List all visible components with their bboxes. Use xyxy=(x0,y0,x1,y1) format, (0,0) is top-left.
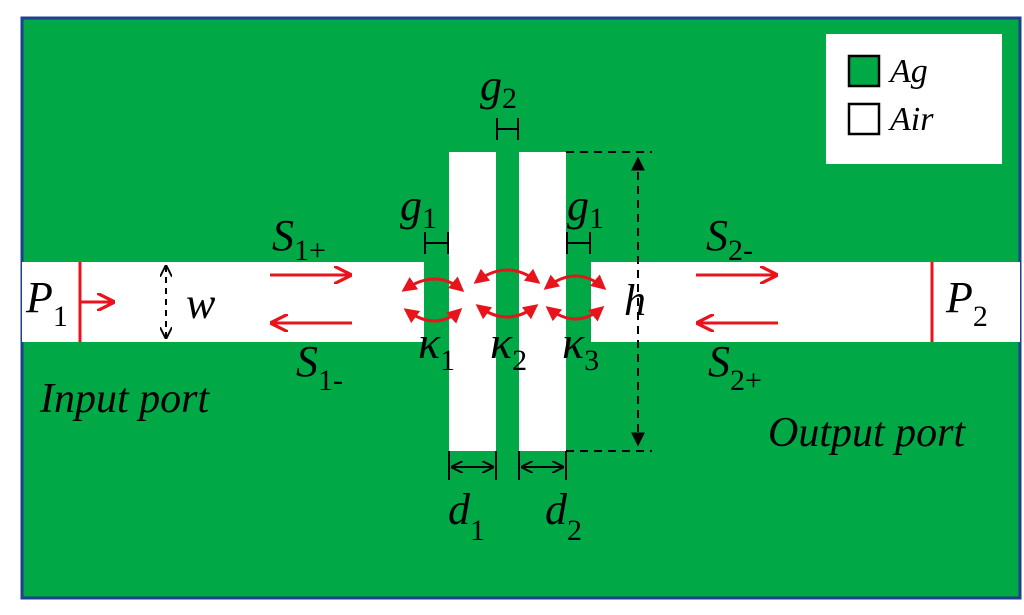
output-port-label: Output port xyxy=(768,410,967,456)
coupling-arrows xyxy=(401,268,607,324)
g1-right-dimension xyxy=(566,232,591,254)
g1-right-label: g1 xyxy=(567,181,604,235)
coupling-arrow-2-bottom xyxy=(475,304,539,320)
p2-label: P2 xyxy=(945,273,988,333)
coupling-arrow-1-bottom xyxy=(403,307,463,324)
kappa2-label: κ2 xyxy=(490,317,527,377)
d2-label: d2 xyxy=(545,485,582,547)
legend-label-ag: Ag xyxy=(888,53,928,90)
kappa3-label: κ3 xyxy=(562,317,599,377)
coupling-arrow-3-top xyxy=(543,274,607,290)
s1-minus-label: S1- xyxy=(296,337,343,397)
g2-dimension xyxy=(496,118,519,140)
s1-plus-label: S1+ xyxy=(272,211,326,267)
g2-label: g2 xyxy=(480,61,517,115)
legend-swatch-air xyxy=(847,102,881,136)
legend-swatch-ag xyxy=(847,54,881,88)
legend: Ag Air xyxy=(826,34,1002,164)
input-port-label: Input port xyxy=(39,376,211,422)
legend-label-air: Air xyxy=(888,101,934,138)
kappa1-label: κ1 xyxy=(418,317,455,377)
s2-minus-label: S2- xyxy=(706,211,753,267)
g1-left-label: g1 xyxy=(400,181,437,235)
metal-wall-g1-left xyxy=(424,262,449,342)
d-dimensions xyxy=(448,451,567,480)
coupling-arrow-3-bottom xyxy=(545,306,605,322)
h-dimension xyxy=(566,151,652,452)
coupling-arrow-1-top xyxy=(401,276,465,292)
p1-label: P1 xyxy=(25,273,68,333)
resonator-slot-2 xyxy=(519,152,566,451)
d1-label: d1 xyxy=(448,485,485,547)
w-label: w xyxy=(186,279,216,328)
g1-left-dimension xyxy=(424,232,449,254)
coupling-arrow-2-top xyxy=(473,268,541,284)
resonator-slot-1 xyxy=(449,152,496,451)
h-label: h xyxy=(624,276,646,325)
s2-plus-label: S2+ xyxy=(708,337,762,397)
